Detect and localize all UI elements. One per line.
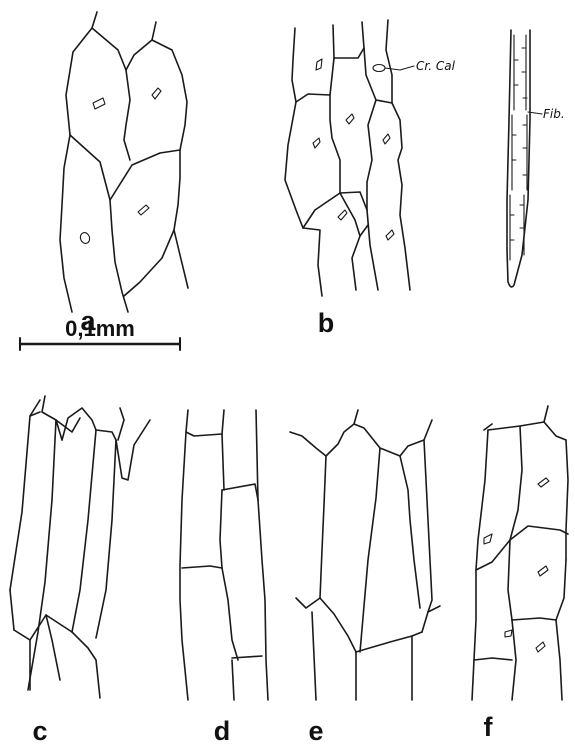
panel-d-drawing <box>180 410 268 700</box>
panel-a-drawing <box>60 12 188 312</box>
panel-b-drawing <box>285 20 414 296</box>
panel-c-drawing <box>10 396 150 698</box>
panel-e-drawing <box>290 410 440 700</box>
panel-f-drawing <box>472 406 568 700</box>
label-crystal-calcium: Cr. Cal <box>416 59 456 73</box>
scale-bar-label: 0,1mm <box>65 316 135 341</box>
panel-label-d: d <box>214 716 231 744</box>
label-fiber: Fib. <box>543 107 565 121</box>
panel-label-e: e <box>308 716 323 744</box>
panel-label-f: f <box>484 712 494 742</box>
fiber-drawing <box>507 30 542 287</box>
panel-label-c: c <box>32 716 47 744</box>
panel-label-b: b <box>318 308 335 338</box>
